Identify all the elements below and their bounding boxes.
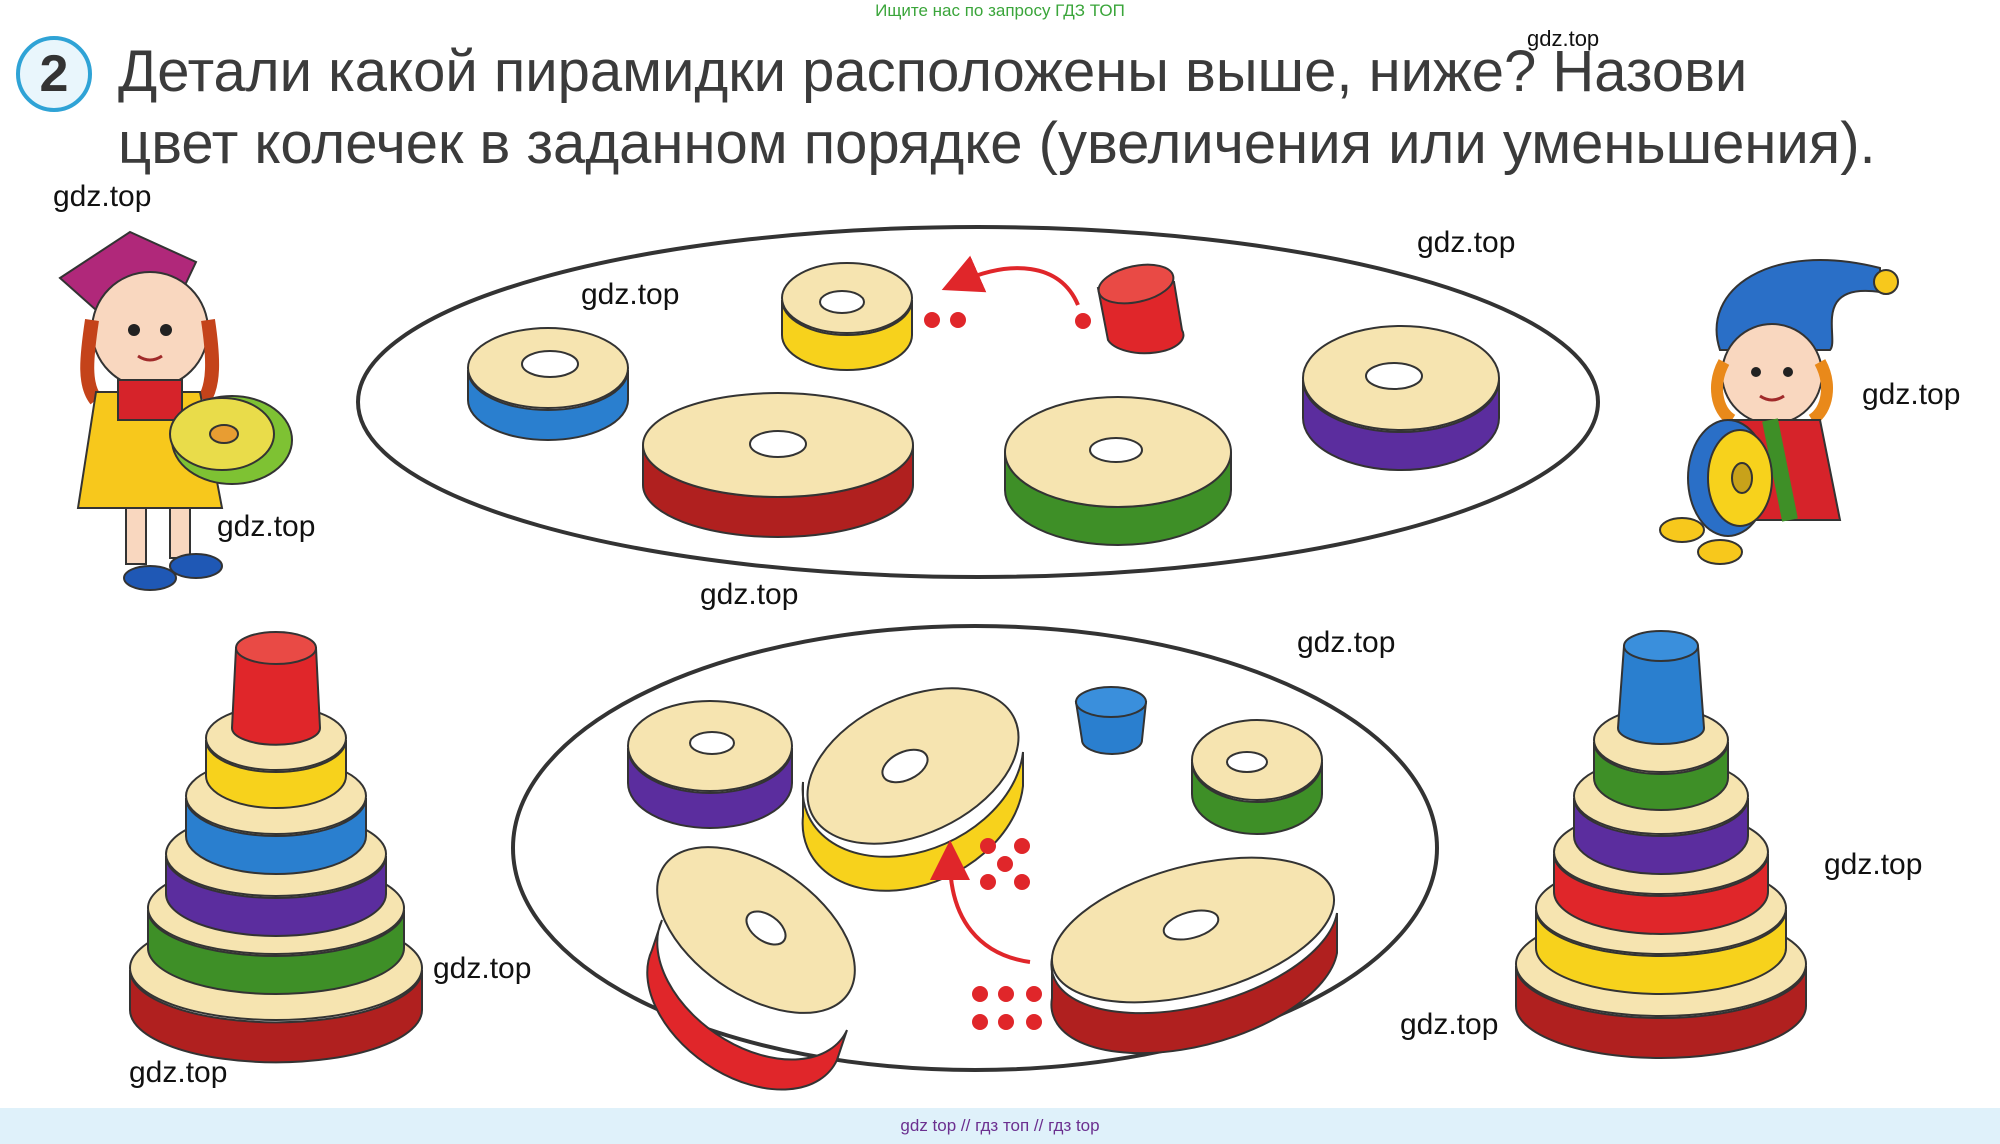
upper-dots-2 (924, 312, 1091, 329)
girl-illustration (58, 230, 293, 591)
upper-ring-yellow-small (781, 262, 913, 371)
lower-ring-dark-red-large (1050, 856, 1338, 1055)
lower-ring-red (646, 846, 856, 1091)
lower-ring-purple (627, 700, 793, 829)
task-text: Детали какой пирамидки расположены выше,… (118, 36, 1938, 180)
watermark: gdz.top (581, 278, 680, 311)
top-banner: Ищите нас по запросу ГДЗ ТОП (875, 1, 1125, 20)
watermark: gdz.top (1400, 1008, 1499, 1041)
watermark: gdz.top (1824, 848, 1923, 881)
right-pyramid (1515, 630, 1807, 1059)
watermark: gdz.top (1297, 626, 1396, 659)
upper-arrow (941, 255, 1080, 306)
task-number-badge: 2 (16, 36, 92, 112)
watermark: gdz.top (129, 1056, 228, 1089)
lower-dots-5 (980, 838, 1030, 890)
upper-ring-dark-red (642, 392, 914, 538)
upper-ring-blue (467, 327, 629, 441)
watermark: gdz.top (1862, 378, 1961, 411)
lower-arrow (930, 840, 1031, 964)
watermark: gdz.top (700, 578, 799, 611)
watermark: gdz.top (53, 180, 152, 213)
left-pyramid (129, 631, 423, 1064)
lower-oval (511, 624, 1439, 1072)
footer-links: gdz top // гдз топ // гдз top (900, 1116, 1100, 1135)
watermark: gdz.top (1417, 226, 1516, 259)
task-text-line-1: Детали какой пирамидки расположены выше,… (118, 39, 1748, 104)
watermark: gdz.top (217, 510, 316, 543)
upper-ring-green (1004, 396, 1232, 546)
lower-ring-yellow-large (801, 687, 1024, 892)
task-text-line-2: цвет колечек в заданном порядке (увеличе… (118, 111, 1876, 176)
lower-ring-green-small (1191, 719, 1323, 835)
watermark: gdz.top (1527, 26, 1600, 51)
bottom-bar (0, 1108, 2000, 1144)
lower-dots-6 (972, 986, 1042, 1030)
lower-blue-cap (1074, 686, 1148, 755)
upper-red-cap (1096, 263, 1185, 355)
gnome-illustration (1659, 259, 1899, 565)
upper-oval (356, 225, 1600, 579)
watermark: gdz.top (433, 952, 532, 985)
upper-ring-purple (1302, 325, 1500, 471)
